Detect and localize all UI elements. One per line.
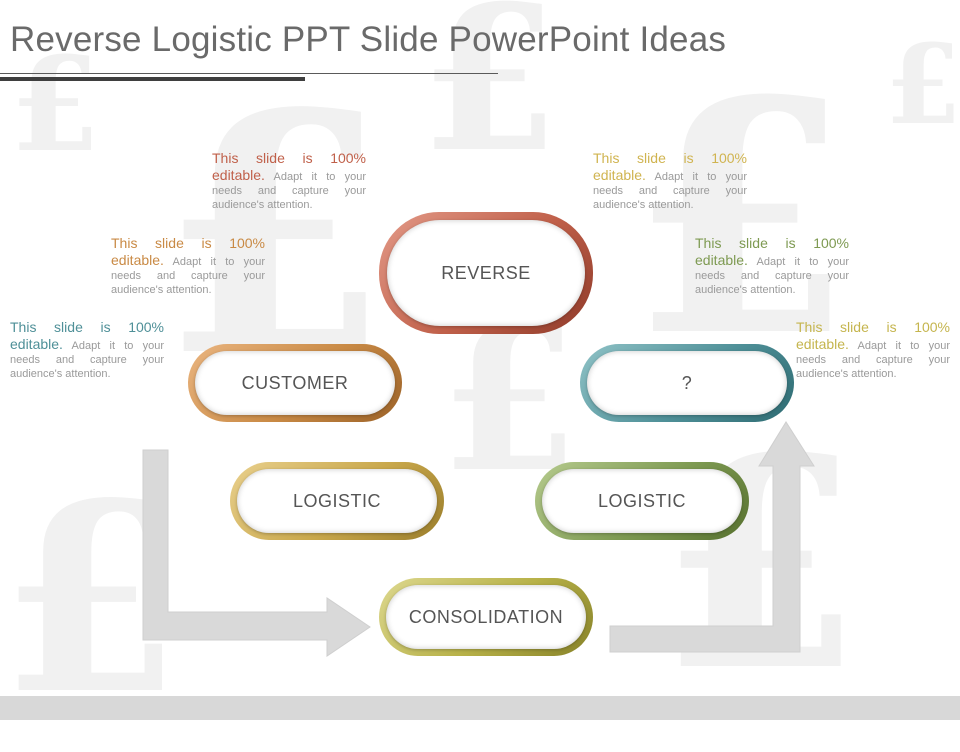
reverse-label: REVERSE	[441, 262, 531, 283]
note-top-left: This slide is 100% editable. Adapt it to…	[212, 150, 366, 212]
footer-bar	[0, 696, 960, 720]
customer-node: CUSTOMER	[188, 344, 402, 422]
note-highlight: This slide is 100% editable.	[593, 150, 747, 183]
note-highlight: This slide is 100% editable.	[10, 319, 164, 352]
consolidation-label: CONSOLIDATION	[408, 606, 564, 627]
slide-title: Reverse Logistic PPT Slide PowerPoint Id…	[10, 20, 727, 59]
right-bent-arrow	[609, 421, 815, 653]
note-body: Adapt it to your needs and capture your …	[796, 340, 950, 380]
customer-label: CUSTOMER	[241, 372, 349, 393]
note-body: Adapt it to your needs and capture your …	[695, 256, 849, 296]
consolidation-node: CONSOLIDATION	[379, 578, 593, 656]
reverse-node: REVERSE	[379, 212, 593, 334]
note-highlight: This slide is 100% editable.	[212, 150, 366, 183]
note-body: Adapt it to your needs and capture your …	[10, 340, 164, 380]
note-highlight: This slide is 100% editable.	[796, 319, 950, 352]
title-underline-thick	[0, 77, 305, 81]
question-label: ?	[681, 372, 693, 393]
question-node: ?	[580, 344, 794, 422]
note-top-right: This slide is 100% editable. Adapt it to…	[593, 150, 747, 212]
note-body: Adapt it to your needs and capture your …	[593, 171, 747, 211]
note-highlight: This slide is 100% editable.	[111, 235, 265, 268]
note-body: Adapt it to your needs and capture your …	[212, 171, 366, 211]
title-underline-thin	[0, 73, 498, 74]
note-mid-left: This slide is 100% editable. Adapt it to…	[111, 235, 265, 297]
flow-arrows	[142, 421, 815, 657]
note-body: Adapt it to your needs and capture your …	[111, 256, 265, 296]
logistic-right-node: LOGISTIC	[535, 462, 749, 540]
logistic-left-label: LOGISTIC	[292, 490, 381, 511]
note-mid-right: This slide is 100% editable. Adapt it to…	[695, 235, 849, 297]
logistic-right-label: LOGISTIC	[597, 490, 686, 511]
note-highlight: This slide is 100% editable.	[695, 235, 849, 268]
left-bent-arrow	[142, 449, 371, 657]
note-far-left: This slide is 100% editable. Adapt it to…	[10, 319, 164, 381]
note-far-right: This slide is 100% editable. Adapt it to…	[796, 319, 950, 381]
logistic-left-node: LOGISTIC	[230, 462, 444, 540]
